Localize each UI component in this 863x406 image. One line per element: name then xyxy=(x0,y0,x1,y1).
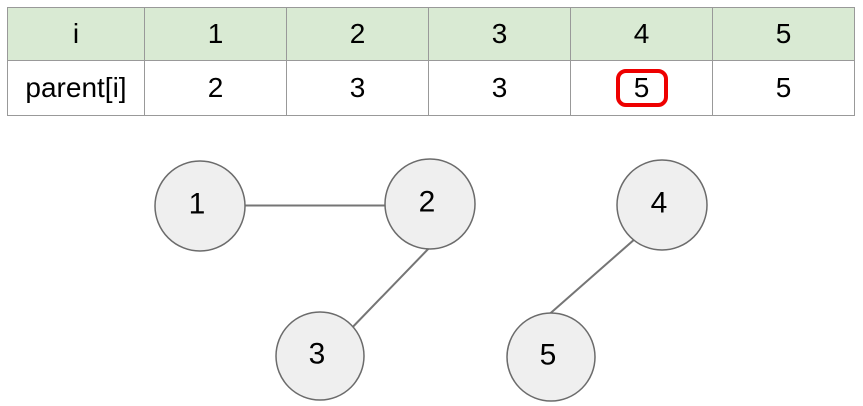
graph-edge-4-5 xyxy=(544,237,637,319)
graph-node-3 xyxy=(275,311,365,401)
graph-node-label-4: 4 xyxy=(651,187,668,220)
parent-cell-1: 2 xyxy=(144,60,287,116)
parent-cell-3: 3 xyxy=(428,60,571,116)
graph-node-label-3: 3 xyxy=(309,338,326,371)
header-cell-4: 4 xyxy=(570,7,713,61)
parent-cell-5: 5 xyxy=(712,60,855,116)
graph-node-2 xyxy=(384,158,476,250)
highlight-red-box: 5 xyxy=(615,69,668,107)
header-cell-3: 3 xyxy=(428,7,571,61)
header-cell-i: i xyxy=(7,7,145,61)
table-header-row: i 1 2 3 4 5 xyxy=(7,7,855,61)
graph-node-label-2: 2 xyxy=(419,186,436,219)
graph-node-label-1: 1 xyxy=(189,188,206,221)
parent-cell-2: 3 xyxy=(286,60,429,116)
graph-edge-2-3 xyxy=(344,243,434,336)
highlighted-value: 5 xyxy=(633,72,650,103)
parent-array-table: i 1 2 3 4 5 parent[i] 2 3 3 5 xyxy=(7,7,855,116)
table-parent-row: parent[i] 2 3 3 5 5 xyxy=(7,60,855,116)
header-cell-2: 2 xyxy=(286,7,429,61)
graph-node-1 xyxy=(154,160,246,252)
header-cell-5: 5 xyxy=(712,7,855,61)
graph-node-5 xyxy=(506,312,596,402)
row-label-parent: parent[i] xyxy=(7,60,145,116)
graph-node-label-5: 5 xyxy=(540,339,557,372)
parent-cell-4: 5 xyxy=(570,60,713,116)
graph-node-4 xyxy=(616,159,708,251)
